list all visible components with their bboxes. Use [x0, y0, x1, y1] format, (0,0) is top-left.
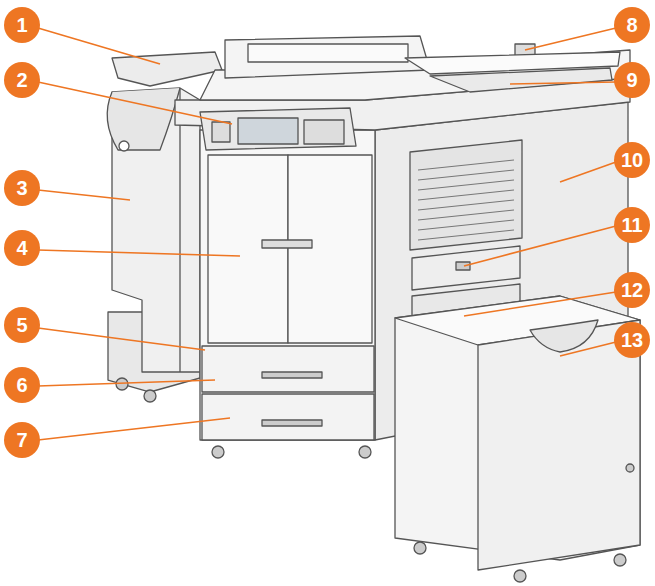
callout-number: 9	[614, 62, 650, 98]
output-tray	[112, 52, 222, 86]
finisher-edge	[179, 88, 180, 372]
caster	[359, 446, 371, 458]
control-panel	[200, 108, 356, 150]
feeder-cover	[248, 44, 408, 62]
caster	[414, 542, 426, 554]
front-door-right	[288, 155, 372, 343]
keypad	[304, 120, 344, 144]
access-door	[412, 246, 520, 290]
body-front	[200, 130, 375, 440]
callout-number: 3	[4, 170, 40, 206]
vent-grille	[418, 160, 514, 240]
caster	[144, 390, 156, 402]
feeder-output-tray	[430, 68, 612, 92]
right-door	[410, 140, 522, 250]
callout-number: 10	[614, 142, 650, 178]
caster	[212, 446, 224, 458]
latch	[456, 262, 470, 270]
callout-number: 1	[4, 7, 40, 43]
stacker-bin	[107, 88, 180, 150]
caster	[614, 554, 626, 566]
document-feeder	[225, 36, 430, 78]
front-door-left	[208, 155, 288, 343]
callout-number: 12	[614, 272, 650, 308]
callout-number: 8	[614, 7, 650, 43]
panel-buttons	[212, 122, 230, 142]
hci-lid	[530, 320, 598, 352]
callout-number: 2	[4, 62, 40, 98]
tray-2	[202, 346, 374, 392]
leader-lines	[38, 28, 616, 440]
callout-number: 13	[614, 322, 650, 358]
tray-handle	[262, 372, 322, 378]
callout-number: 7	[4, 422, 40, 458]
hci-front	[478, 320, 640, 570]
hci-button	[626, 464, 634, 472]
touch-screen	[238, 118, 298, 144]
callout-number: 11	[614, 207, 650, 243]
door-handle	[262, 240, 312, 248]
tray-3	[202, 394, 374, 440]
callout-number: 4	[4, 230, 40, 266]
tray-handle	[262, 420, 322, 426]
callout-number: 5	[4, 307, 40, 343]
callout-number: 6	[4, 367, 40, 403]
finisher-button	[119, 141, 129, 151]
caster	[514, 570, 526, 582]
